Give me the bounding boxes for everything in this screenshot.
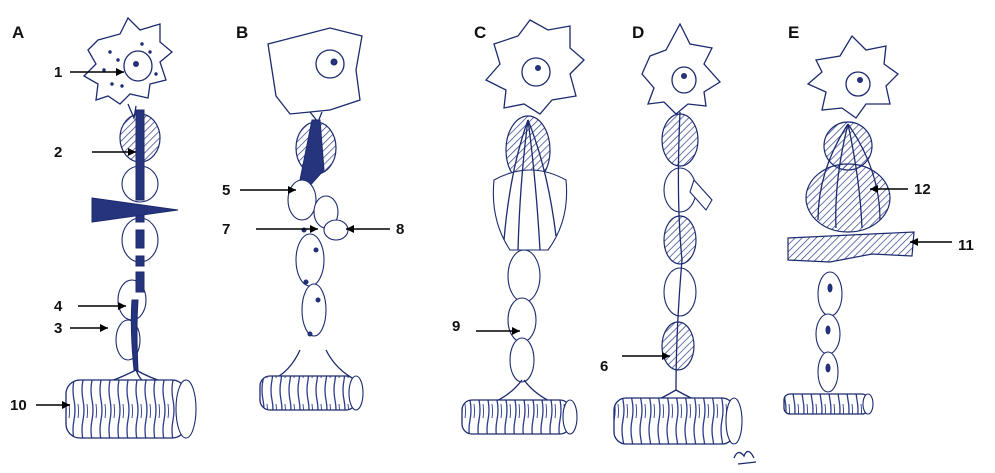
svg-text:3: 3 — [54, 320, 62, 337]
nucleolus — [536, 66, 541, 71]
panel-e: E — [784, 23, 914, 414]
panel-d: D — [614, 23, 756, 464]
svg-text:8: 8 — [396, 221, 404, 238]
neuroma-bulb — [806, 164, 890, 232]
schwann-cell — [288, 180, 316, 220]
nucleus — [522, 58, 550, 86]
callout-3: 3 — [54, 320, 108, 337]
svg-text:5: 5 — [222, 182, 230, 199]
nucleolus — [134, 62, 139, 67]
schwann-cell — [818, 272, 842, 316]
muscle-fiber — [462, 400, 577, 434]
svg-text:1: 1 — [54, 64, 62, 81]
macrophage — [324, 220, 348, 240]
muscle-fiber — [260, 376, 363, 410]
svg-text:7: 7 — [222, 221, 230, 238]
muscle-fiber — [784, 394, 873, 414]
muscle-fiber — [66, 380, 196, 438]
svg-text:12: 12 — [914, 181, 931, 198]
schwann-cell — [510, 338, 534, 382]
myelin-segment — [824, 122, 872, 170]
nucleolus — [331, 59, 337, 65]
svg-text:6: 6 — [600, 358, 608, 375]
schwann-cell — [296, 234, 324, 286]
nucleolus — [858, 78, 863, 83]
panel-letter-e: E — [788, 23, 799, 42]
nucleolus — [682, 74, 687, 79]
scar-tissue — [788, 232, 914, 262]
muscle-fiber — [614, 398, 742, 444]
nucleus — [846, 72, 870, 96]
svg-text:11: 11 — [958, 237, 974, 254]
svg-text:4: 4 — [54, 298, 63, 315]
nucleus — [672, 67, 696, 93]
callout-4: 4 — [54, 298, 126, 315]
panel-letter-d: D — [632, 23, 644, 42]
callout-8: 8 — [346, 221, 404, 238]
artist-signature — [734, 451, 756, 464]
schwann-cell — [302, 284, 326, 336]
svg-text:9: 9 — [452, 318, 460, 335]
panel-c: C — [462, 20, 584, 434]
svg-text:10: 10 — [10, 397, 27, 414]
panel-letter-a: A — [12, 23, 24, 42]
neuron-cell-body — [268, 28, 362, 114]
schwann-cell — [508, 298, 536, 342]
axon — [136, 110, 144, 200]
callout-7: 7 — [222, 221, 318, 238]
schwann-cell — [508, 250, 540, 302]
callout-5: 5 — [222, 182, 296, 199]
nucleus — [316, 50, 344, 78]
svg-text:2: 2 — [54, 144, 62, 161]
callout-6: 6 — [600, 352, 670, 375]
callout-10: 10 — [10, 397, 70, 414]
panel-letter-b: B — [236, 23, 248, 42]
panel-a: A — [12, 18, 196, 438]
collateral-sprout — [690, 180, 712, 210]
callout-11: 11 — [910, 237, 974, 254]
panel-letter-c: C — [474, 23, 486, 42]
panel-b: B — [236, 23, 363, 410]
